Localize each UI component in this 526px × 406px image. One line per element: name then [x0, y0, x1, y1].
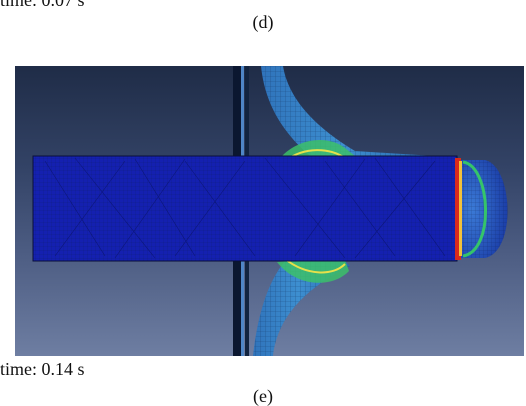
previous-time-label: time: 0.07 s	[0, 0, 85, 10]
fea-mesh-render	[32, 66, 508, 356]
stress-hotspot	[455, 158, 461, 260]
panel-caption-e: (e)	[253, 386, 273, 406]
time-label: time: 0.14 s	[0, 359, 85, 379]
panel-caption-d: (d)	[252, 12, 274, 32]
simulation-viewport[interactable]	[15, 66, 524, 356]
